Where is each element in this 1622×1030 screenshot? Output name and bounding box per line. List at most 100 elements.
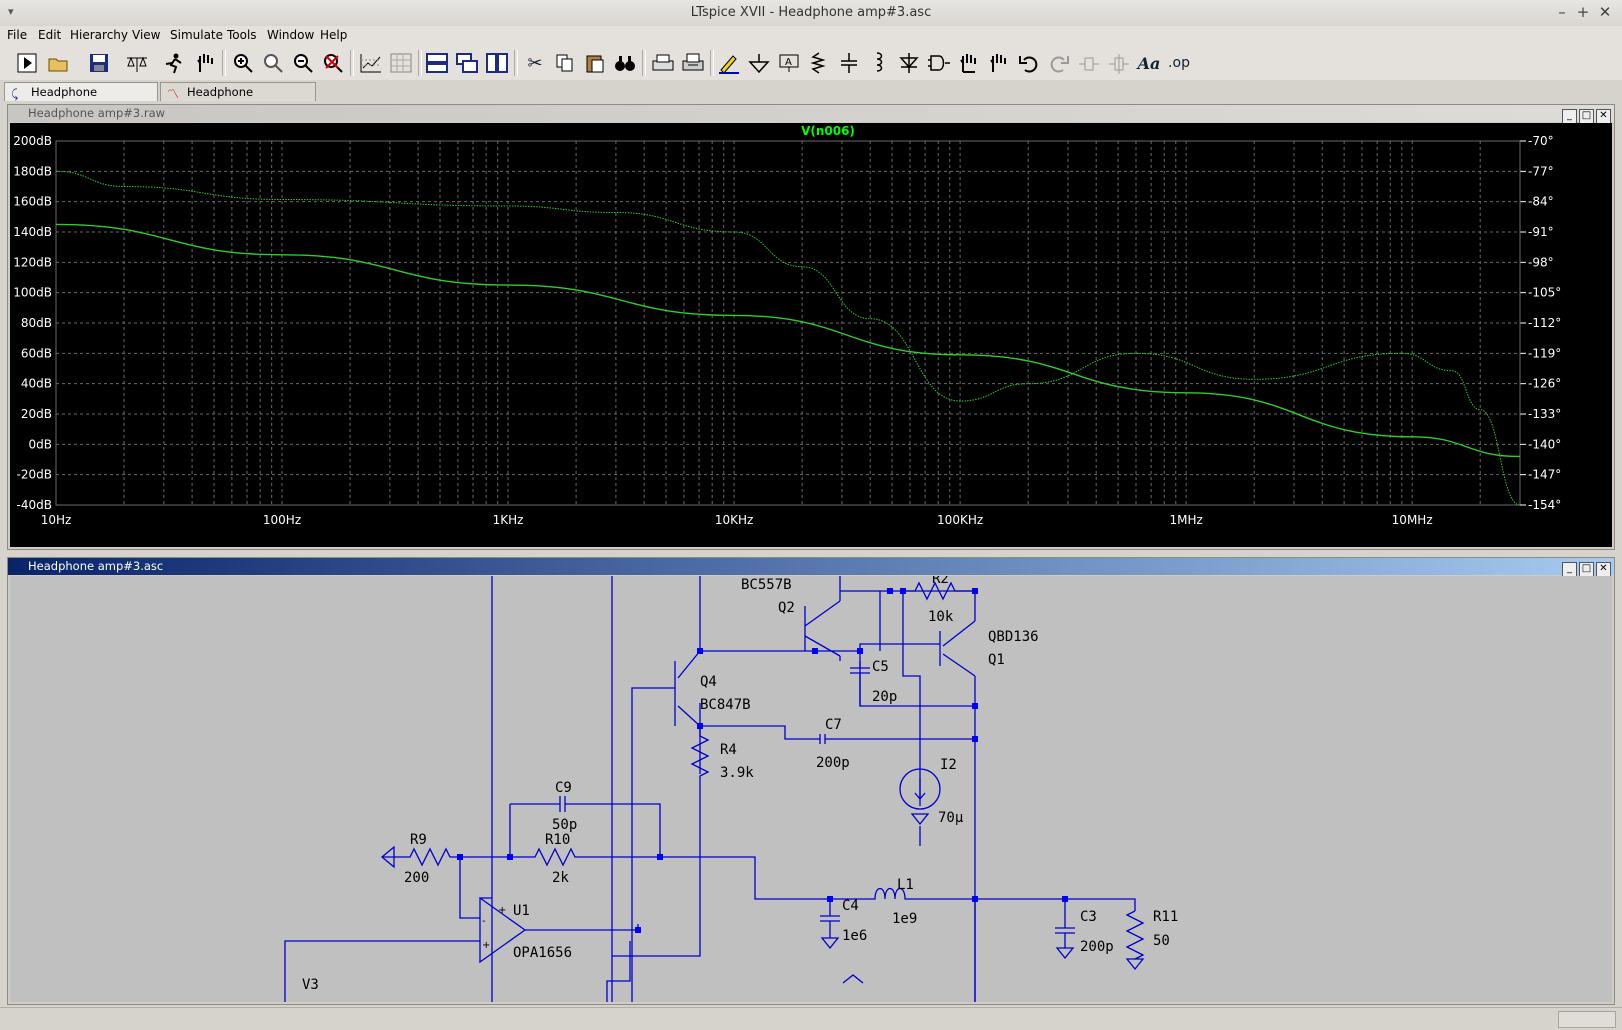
move-icon[interactable]	[956, 50, 982, 76]
drag-icon[interactable]	[986, 50, 1012, 76]
find-icon[interactable]	[612, 50, 638, 76]
capacitor-icon[interactable]	[836, 50, 862, 76]
zoom-fit-icon[interactable]	[320, 50, 346, 76]
tab-bar: ⤹ Headphone amp#3.asc 〽 Headphone amp#3.…	[0, 80, 1622, 117]
toolbar: ✂ A Aa .op	[0, 46, 1622, 81]
minimize-button[interactable]: –	[1558, 3, 1566, 21]
bode-plot[interactable]: 200dB-70°180dB-77°160dB-84°140dB-91°120d…	[10, 123, 1612, 547]
label-v3: V3	[302, 977, 319, 993]
junctions	[457, 588, 1068, 933]
halt-icon[interactable]	[162, 50, 188, 76]
label-r10-value: 2k	[552, 870, 569, 886]
control-panel-icon[interactable]	[124, 50, 150, 76]
close-button[interactable]: ✕	[1598, 3, 1612, 21]
tab-schematic[interactable]: ⤹ Headphone amp#3.asc	[4, 82, 158, 117]
label-r11-value: 50	[1153, 933, 1170, 949]
menu-hierarchy[interactable]: Hierarchy	[70, 28, 129, 42]
cut-icon[interactable]: ✂	[527, 52, 543, 74]
maximize-button[interactable]: +	[1576, 3, 1590, 21]
x-tick-label: 100Hz	[263, 513, 301, 527]
left-tick-label: 200dB	[13, 134, 52, 148]
schematic-canvas[interactable]: BC557B Q2 R2 10k QBD136 Q1 Q4 BC847B C5 …	[10, 576, 1612, 1002]
left-tick-label: 100dB	[13, 286, 52, 300]
plot-area[interactable]: 200dB-70°180dB-77°160dB-84°140dB-91°120d…	[10, 123, 1612, 547]
current-source-symbol	[899, 768, 941, 810]
cascade-icon[interactable]	[454, 50, 480, 76]
menu-help[interactable]: Help	[320, 28, 348, 42]
waveform-window[interactable]: Headphone amp#3.raw _□✕ 200dB-70°180dB-7…	[7, 104, 1615, 550]
trace-label: V(n006)	[801, 124, 855, 138]
print-setup-icon[interactable]	[650, 50, 676, 76]
pan-icon[interactable]	[192, 50, 218, 76]
schematic-tab-icon: ⤹	[11, 87, 19, 101]
close-icon[interactable]: ✕	[1596, 109, 1611, 124]
restore-icon[interactable]: □	[1579, 109, 1594, 124]
menu-simulate[interactable]: Simulate	[170, 28, 224, 42]
label-r9-value: 200	[404, 870, 429, 886]
rotate-icon[interactable]	[1076, 50, 1102, 76]
label-r4-value: 3.9k	[720, 765, 754, 781]
label-net-icon[interactable]: A	[776, 50, 802, 76]
restore-icon[interactable]: □	[1579, 562, 1594, 577]
diode-icon[interactable]	[896, 50, 922, 76]
label-r2-value: 10k	[928, 609, 954, 625]
redo-icon[interactable]	[1046, 50, 1072, 76]
tile-horizontal-icon[interactable]	[424, 50, 450, 76]
menu-view[interactable]: View	[132, 28, 161, 42]
label-c4-value: 1e6	[842, 928, 867, 944]
ground-icon[interactable]	[746, 50, 772, 76]
inductor-icon[interactable]	[866, 50, 892, 76]
schematic-window-controls: _□✕	[1560, 559, 1611, 577]
label-i2-value: 70µ	[938, 810, 964, 826]
grid-icon[interactable]	[388, 50, 414, 76]
left-tick-label: -40dB	[17, 498, 52, 512]
component-icon[interactable]	[926, 50, 952, 76]
zoom-area-icon[interactable]	[260, 50, 286, 76]
right-tick-label: -91°	[1528, 225, 1554, 239]
menu-window[interactable]: Window	[267, 28, 315, 42]
schematic-window-title-text: Headphone amp#3.asc	[28, 559, 164, 573]
left-tick-label: 0dB	[29, 437, 52, 451]
label-c3: C3	[1080, 909, 1097, 925]
label-q2: Q2	[778, 600, 795, 616]
label-bc847b: BC847B	[700, 697, 751, 713]
menu-bar: File Edit Hierarchy View Simulate Tools …	[0, 26, 1622, 46]
right-tick-label: -140°	[1528, 437, 1561, 451]
zoom-out-icon[interactable]	[290, 50, 316, 76]
right-tick-label: -119°	[1528, 346, 1561, 360]
menu-file[interactable]: File	[7, 28, 28, 42]
save-icon[interactable]	[86, 50, 112, 76]
schematic-drawing[interactable]: BC557B Q2 R2 10k QBD136 Q1 Q4 BC847B C5 …	[10, 576, 1612, 1002]
right-tick-label: -112°	[1528, 316, 1561, 330]
label-qbd136: QBD136	[988, 629, 1039, 645]
undo-icon[interactable]	[1016, 50, 1042, 76]
mirror-icon[interactable]	[1106, 50, 1132, 76]
draw-wire-icon[interactable]	[716, 50, 742, 76]
spice-directive-icon[interactable]: .op	[1168, 55, 1190, 71]
schematic-window[interactable]: Headphone amp#3.asc _□✕	[7, 557, 1615, 1005]
magnitude-trace	[55, 223, 1521, 458]
resistor-icon[interactable]	[806, 50, 832, 76]
minimize-icon[interactable]: _	[1562, 562, 1577, 577]
autorange-icon[interactable]	[358, 50, 384, 76]
menu-edit[interactable]: Edit	[38, 28, 62, 42]
copy-icon[interactable]	[552, 50, 578, 76]
open-icon[interactable]	[46, 50, 72, 76]
tile-vertical-icon[interactable]	[484, 50, 510, 76]
text-icon[interactable]: Aa	[1137, 53, 1161, 73]
minimize-icon[interactable]: _	[1562, 109, 1577, 124]
print-icon[interactable]	[680, 50, 706, 76]
left-tick-label: 160dB	[13, 195, 52, 209]
tab-waveform[interactable]: 〽 Headphone amp#3.raw	[160, 82, 316, 117]
left-tick-label: 120dB	[13, 255, 52, 269]
label-c9-value: 50p	[552, 817, 577, 833]
window-menu-icon[interactable]: ▾	[8, 5, 14, 18]
right-tick-label: -154°	[1528, 498, 1561, 512]
label-c4: C4	[842, 898, 859, 914]
paste-icon[interactable]	[582, 50, 608, 76]
x-tick-label: 10KHz	[715, 513, 753, 527]
run-icon[interactable]	[14, 50, 40, 76]
zoom-in-icon[interactable]	[230, 50, 256, 76]
menu-tools[interactable]: Tools	[227, 28, 257, 42]
close-icon[interactable]: ✕	[1596, 562, 1611, 577]
